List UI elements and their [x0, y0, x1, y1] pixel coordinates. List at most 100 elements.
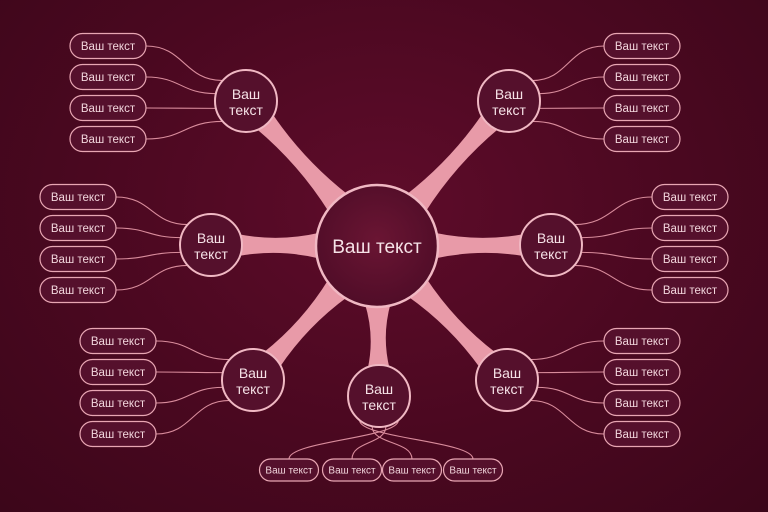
leaf-pill-bottom-right-1: Ваш текст [603, 327, 681, 355]
leaf-pill-bottom-2: Ваш текст [321, 458, 383, 482]
leaf-connector [145, 120, 223, 140]
leaf-pill-label: Ваш текст [51, 192, 106, 204]
leaf-pill-bottom-left-3: Ваш текст [79, 389, 157, 417]
leaf-pill-shape [39, 183, 117, 211]
leaf-pill-shape [603, 358, 681, 386]
branch-connector-middle-right [433, 232, 525, 259]
leaf-pill-label: Ваш текст [615, 72, 670, 84]
leaf-pill-label: Ваш текст [91, 336, 146, 348]
leaf-pill-bottom-3: Ваш текст [381, 458, 443, 482]
leaf-pill-top-right-2: Ваш текст [603, 63, 681, 91]
leaf-pill-shape [69, 94, 147, 122]
leaf-connector [115, 196, 188, 226]
leaf-pill-label: Ваш текст [663, 285, 718, 297]
branch-node-circle [221, 348, 285, 412]
center-node-label: Ваш текст [332, 237, 422, 258]
leaf-pill-shape [321, 458, 383, 482]
leaf-connector [581, 251, 653, 260]
branch-node-label-line2: текст [534, 246, 568, 262]
leaf-pill-top-right-4: Ваш текст [603, 125, 681, 153]
branch-node-label-line1: Ваш [495, 86, 523, 102]
branch-node-label-line1: Ваш [537, 230, 565, 246]
leaf-pill-middle-right-2: Ваш текст [651, 214, 729, 242]
branch-connector-top-right [405, 113, 499, 213]
branch-connector-middle-left [237, 232, 321, 259]
branch-node-label-line2: текст [490, 381, 524, 397]
leaf-pill-top-left-3: Ваш текст [69, 94, 147, 122]
leaf-pill-shape [603, 32, 681, 60]
branch-node-label-line2: текст [194, 246, 228, 262]
leaf-pill-top-left-1: Ваш текст [69, 32, 147, 60]
leaf-pill-shape [651, 183, 729, 211]
leaf-pill-middle-left-1: Ваш текст [39, 183, 117, 211]
leaf-pill-top-left-4: Ваш текст [69, 125, 147, 153]
leaf-connector [539, 76, 605, 95]
branch-node-circle [347, 364, 411, 428]
leaf-pill-shape [603, 420, 681, 448]
branch-node-circle [179, 213, 243, 277]
branch-node-label-line1: Ваш [493, 365, 521, 381]
branch-node-circle [475, 348, 539, 412]
leaf-pill-label: Ваш текст [51, 254, 106, 266]
leaf-pill-label: Ваш текст [615, 398, 670, 410]
leaf-pill-label: Ваш текст [328, 466, 376, 477]
branch-node-label-line1: Ваш [365, 381, 393, 397]
leaf-pill-label: Ваш текст [663, 192, 718, 204]
leaf-pill-shape [39, 276, 117, 304]
leaf-connector [145, 45, 223, 82]
leaf-pill-shape [603, 63, 681, 91]
leaf-connector [155, 386, 223, 404]
leaf-pill-label: Ваш текст [91, 429, 146, 441]
center-node: Ваш текст [314, 183, 440, 309]
leaf-pill-shape [442, 458, 504, 482]
leaf-pill-bottom-1: Ваш текст [258, 458, 320, 482]
leaf-pill-middle-right-4: Ваш текст [651, 276, 729, 304]
leaf-pill-middle-right-1: Ваш текст [651, 183, 729, 211]
leaf-pill-bottom-4: Ваш текст [442, 458, 504, 482]
leaf-pill-shape [79, 389, 157, 417]
leaf-pill-label: Ваш текст [81, 103, 136, 115]
branch-connector-bottom-left [263, 279, 348, 368]
leaf-connector [145, 76, 216, 95]
branch-connector-top-left [255, 113, 349, 213]
branch-node-label-line1: Ваш [239, 365, 267, 381]
leaf-connector [351, 426, 387, 460]
leaf-connector [155, 340, 230, 361]
leaf-pill-label: Ваш текст [81, 134, 136, 146]
branch-connectors [237, 113, 525, 370]
leaf-pill-shape [603, 327, 681, 355]
leaf-pill-shape [651, 276, 729, 304]
leaf-pill-top-right-1: Ваш текст [603, 32, 681, 60]
leaf-connector [530, 399, 605, 435]
leaf-pill-shape [39, 214, 117, 242]
leaf-pill-shape [39, 245, 117, 273]
leaf-connector [155, 399, 230, 435]
branch-nodes: ВаштекстВаштекстВаштекстВаштекстВаштекст… [179, 69, 583, 428]
leaf-connector [115, 264, 188, 291]
leaf-pill-top-left-2: Ваш текст [69, 63, 147, 91]
leaf-pill-shape [69, 32, 147, 60]
leaf-connector [532, 120, 605, 140]
leaf-pill-middle-right-3: Ваш текст [651, 245, 729, 273]
leaf-pill-label: Ваш текст [51, 223, 106, 235]
leaf-connector [532, 45, 605, 82]
leaf-pill-shape [603, 125, 681, 153]
leaf-connector [371, 426, 413, 460]
leaf-pill-label: Ваш текст [615, 41, 670, 53]
branch-node-circle [477, 69, 541, 133]
branch-node-label-line1: Ваш [232, 86, 260, 102]
leaf-pill-label: Ваш текст [388, 466, 436, 477]
branch-connector-bottom [364, 302, 391, 370]
branch-node-label-line2: текст [362, 397, 396, 413]
branch-node-label-line1: Ваш [197, 230, 225, 246]
leaf-pill-label: Ваш текст [81, 41, 136, 53]
leaf-pill-middle-left-2: Ваш текст [39, 214, 117, 242]
leaf-connector [530, 340, 605, 361]
leaf-connectors [115, 45, 653, 460]
leaf-pill-top-right-3: Ваш текст [603, 94, 681, 122]
